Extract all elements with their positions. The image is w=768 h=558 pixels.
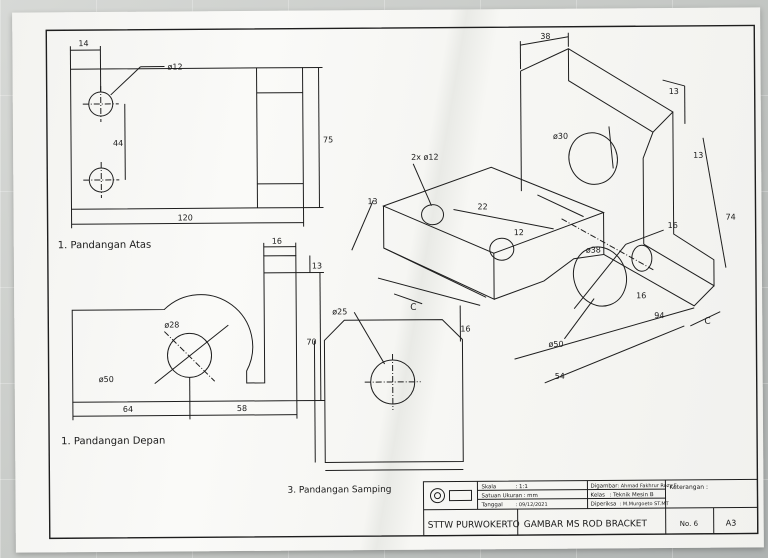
tb-kelas-value: : Teknik Mesin B [609,492,653,498]
dim-front-r50: ø50 [99,375,114,384]
drawing-sheet: 14 ø12 44 75 120 1. Pandangan Atas 16 13… [12,7,764,553]
tb-size: A3 [726,519,737,528]
dim-iso-16: 16 [668,221,678,230]
dim-iso-13c: 13 [367,197,377,206]
tb-digambar-value: : Ahmad Fakhrur Rozy F [617,483,676,489]
dim-top-120: 120 [178,213,193,222]
dim-front-16: 16 [272,237,282,246]
caption-top-view: 1. Pandangan Atas [58,240,152,252]
dim-front-58: 58 [237,404,247,413]
dim-front-70: 70 [306,337,316,346]
dim-side-d25: ø25 [332,307,347,316]
tb-keterangan-label: Keterangan : [669,484,708,491]
dim-top-75: 75 [323,135,333,144]
dim-iso-12: 12 [514,228,524,237]
dim-iso-13b: 13 [693,151,703,160]
border-frame [45,24,759,540]
tb-diperiksa-label: Diperiksa [591,501,617,507]
dim-iso-2xd12: 2x ø12 [411,153,439,162]
dim-iso-50: ø50 [548,340,563,349]
dim-top-hole: ø12 [167,62,182,71]
dim-iso-74: 74 [726,213,736,222]
front-view [71,242,325,421]
tb-school: STTW PURWOKERTO [428,520,520,531]
tb-kelas-label: Kelas [590,492,605,498]
tb-diperiksa-value: : M.Murgoeto ST.MT [620,501,670,507]
caption-front-view: 1. Pandangan Depan [61,436,165,448]
dim-front-13: 13 [312,261,322,270]
tb-digambar-label: Digambar [590,483,618,489]
dim-iso-16b: 16 [636,291,646,300]
dim-iso-16c: 16 [460,324,470,333]
tb-skala-value: : 1:1 [515,484,527,490]
technical-drawing: 14 ø12 44 75 120 1. Pandangan Atas 16 13… [45,24,759,540]
tb-drawing-title: GAMBAR MS ROD BRACKET [524,519,648,530]
dim-iso-22: 22 [477,202,487,211]
isometric-view [351,32,727,384]
title-block [422,478,759,537]
dim-iso-54: 54 [555,372,565,381]
tb-number: No. 6 [680,520,699,528]
section-label-c-left: C [410,303,416,313]
section-label-c-right: C [704,317,710,327]
dim-top-14: 14 [78,39,88,48]
dim-front-r28: ø28 [164,320,179,329]
dim-iso-38: 38 [540,32,550,41]
tb-satuan-value: : mm [523,493,537,499]
tb-satuan-label: Satuan Ukuran [481,493,522,499]
side-view [313,311,464,471]
dim-top-44: 44 [113,139,123,148]
tb-tanggal-value: : 09/12/2021 [516,502,548,508]
dim-iso-13a: 13 [669,87,679,96]
dim-iso-d30: ø30 [553,132,568,141]
top-view [69,45,324,229]
dim-iso-94: 94 [654,311,664,320]
dim-iso-d38: ø38 [586,246,601,255]
caption-side-view: 3. Pandangan Samping [287,485,391,496]
tb-skala-label: Skala [481,484,496,490]
dim-front-64: 64 [123,405,133,414]
tb-tanggal-label: Tanggal [481,502,504,508]
